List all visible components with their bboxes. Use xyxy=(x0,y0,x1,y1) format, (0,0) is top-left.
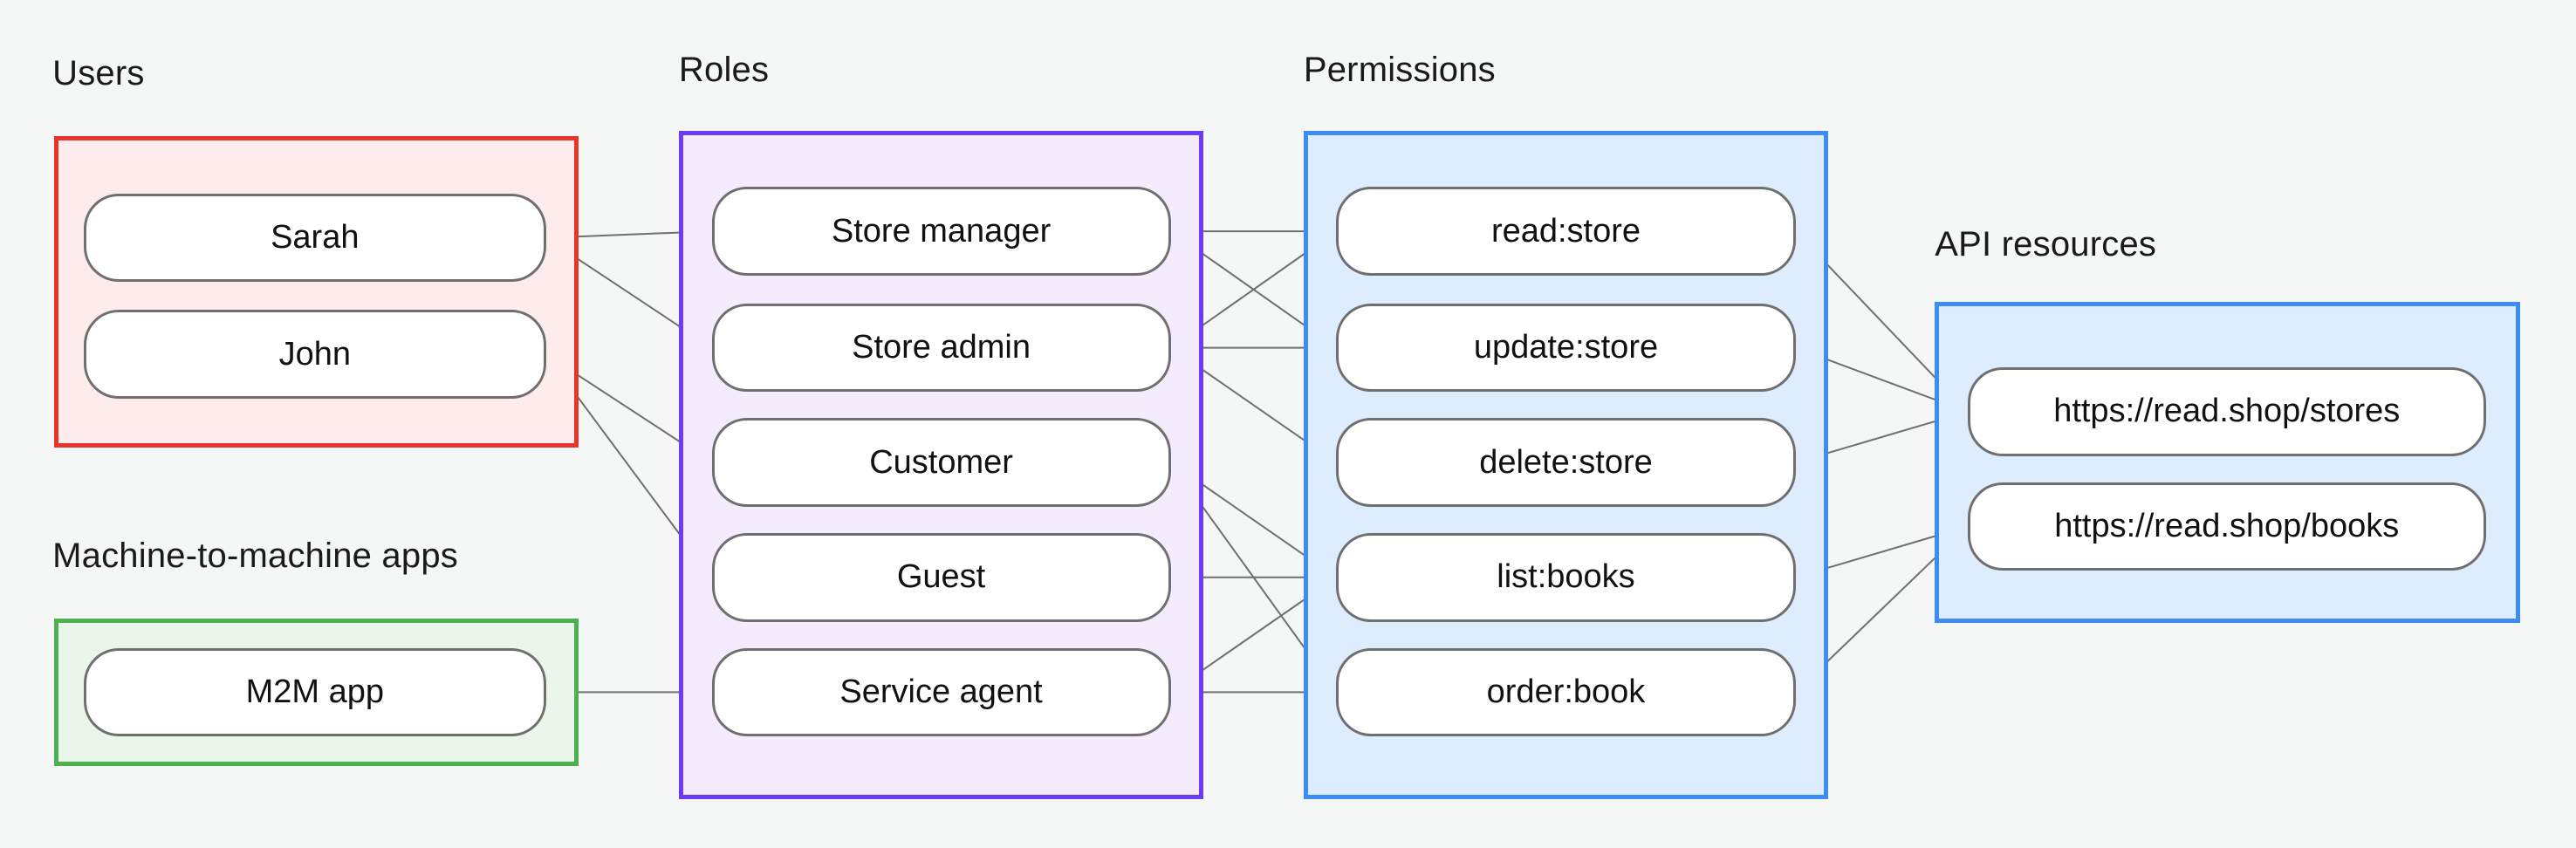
group-label-roles: Roles xyxy=(678,51,770,90)
group-label-permissions: Permissions xyxy=(1303,51,1496,90)
group-label-users: Users xyxy=(52,54,145,93)
group-box-users xyxy=(54,136,579,448)
node-books-api[interactable]: https://read.shop/books xyxy=(1967,482,2486,571)
node-m2m-app[interactable]: M2M app xyxy=(83,647,546,737)
group-label-api-resources: API resources xyxy=(1935,224,2157,263)
node-service-agent[interactable]: Service agent xyxy=(711,647,1171,737)
node-guest[interactable]: Guest xyxy=(711,533,1171,622)
node-stores-api[interactable]: https://read.shop/stores xyxy=(1967,367,2486,456)
node-customer[interactable]: Customer xyxy=(711,418,1171,507)
node-store-admin[interactable]: Store admin xyxy=(711,303,1171,393)
node-list-books[interactable]: list:books xyxy=(1336,533,1796,622)
group-box-api-resources xyxy=(1935,301,2521,624)
group-label-m2m: Machine-to-machine apps xyxy=(52,536,458,575)
node-delete-store[interactable]: delete:store xyxy=(1336,418,1796,507)
node-store-manager[interactable]: Store manager xyxy=(711,187,1171,276)
node-john[interactable]: John xyxy=(83,310,546,399)
node-read-store[interactable]: read:store xyxy=(1336,187,1796,276)
node-order-book[interactable]: order:book xyxy=(1336,647,1796,737)
node-update-store[interactable]: update:store xyxy=(1336,303,1796,393)
node-sarah[interactable]: Sarah xyxy=(83,193,546,283)
